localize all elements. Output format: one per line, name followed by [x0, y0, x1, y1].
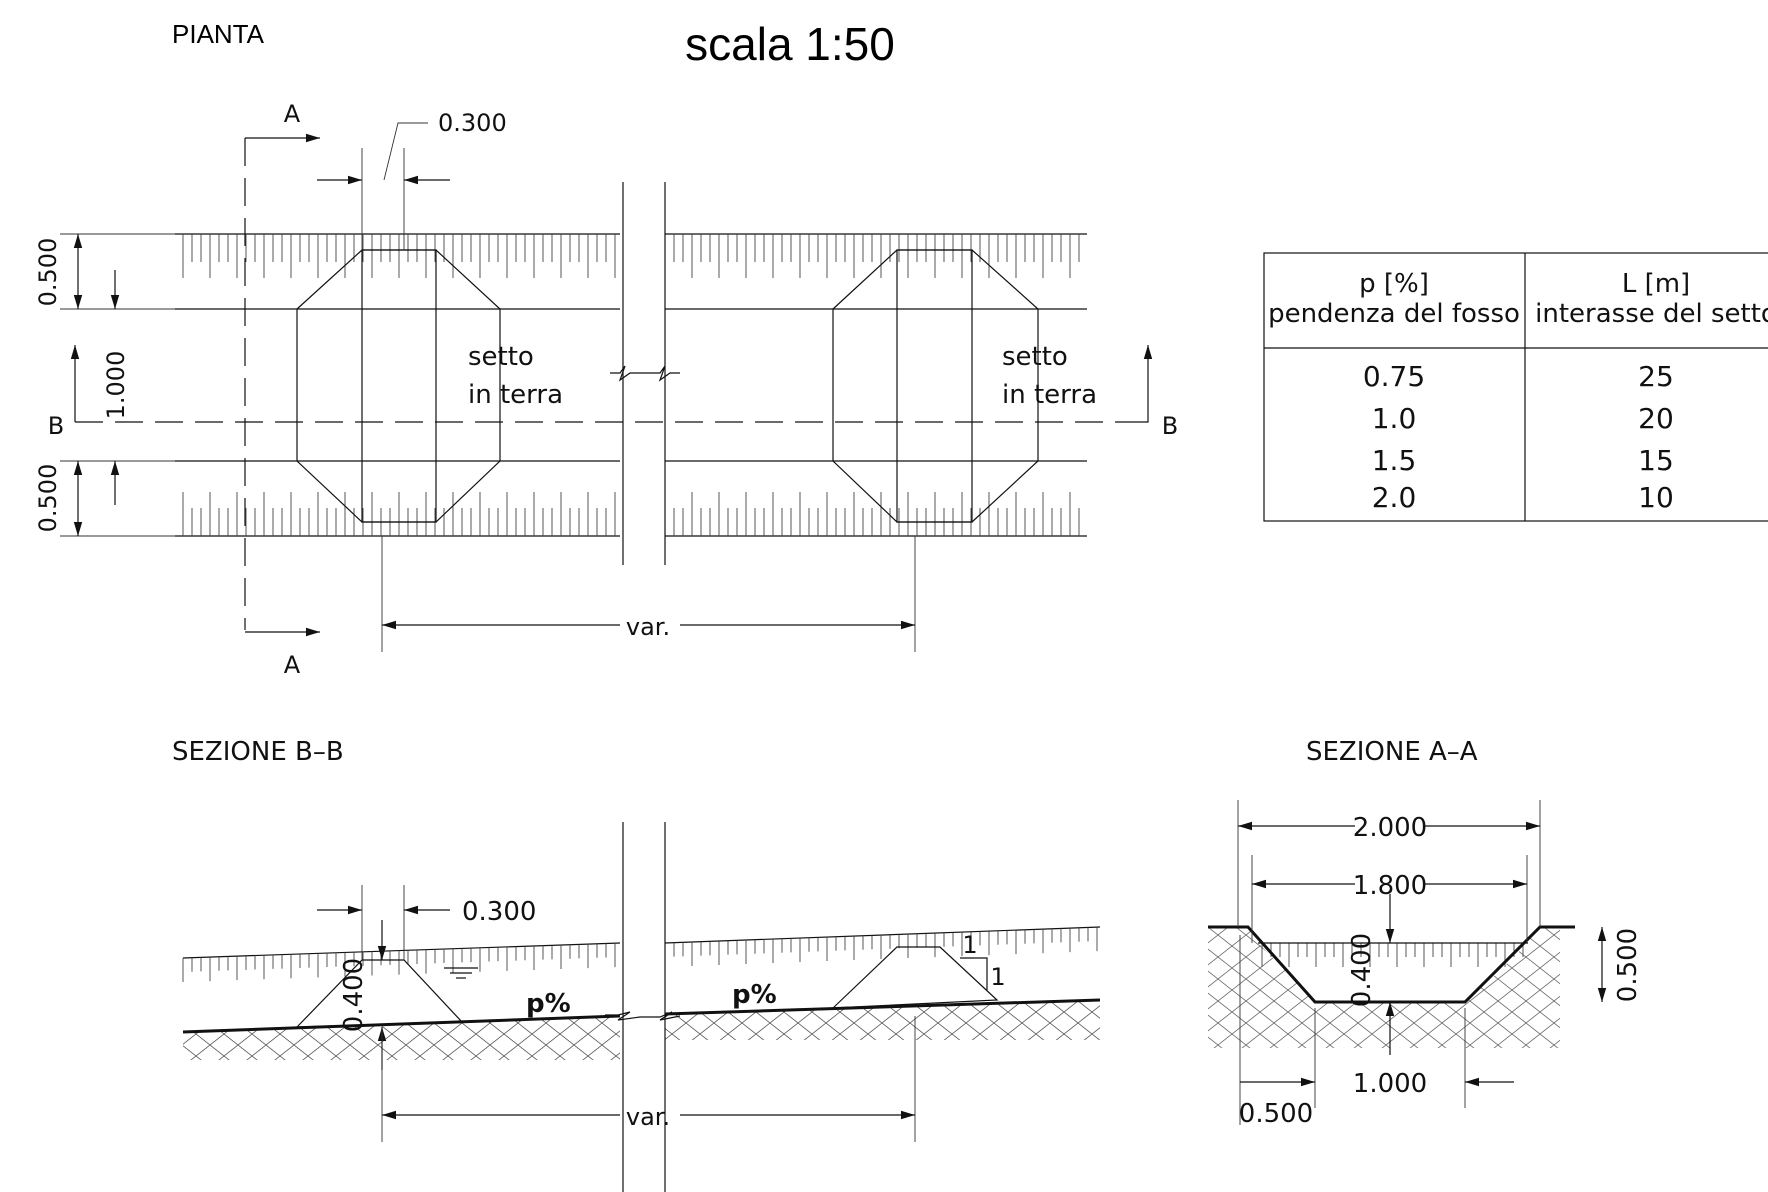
table-cell-l: 25	[1638, 360, 1674, 393]
aa-dim-top: 2.000	[1353, 813, 1427, 843]
plan-bank-hatch	[182, 234, 1080, 536]
plan-dim-top: 0.500	[34, 238, 62, 307]
section-aa-water-hatch	[1261, 943, 1524, 967]
scale-title: scala 1:50	[685, 18, 895, 70]
aa-dim-height: 0.400	[1347, 933, 1377, 1007]
plan-dim-spacing: var.	[626, 613, 670, 641]
table-cell-l: 20	[1638, 402, 1674, 435]
aa-dim-depth: 0.500	[1613, 928, 1643, 1002]
plan-dim-mid: 1.000	[102, 351, 130, 420]
plan-view: A A B B 0.300 0.500 1.000 0.500 setto in…	[34, 100, 1178, 679]
wall-2-label-line1: setto	[1002, 342, 1068, 372]
table-cell-p: 0.75	[1363, 360, 1425, 393]
bb-dim-spacing: var.	[626, 1103, 670, 1131]
wall-2-label-line2: in terra	[1002, 380, 1097, 410]
table-cell-l: 15	[1638, 444, 1674, 477]
bb-dim-width: 0.300	[462, 897, 536, 927]
section-aa: SEZIONE A–A 2.000 1.800 0.400 0.500 1	[1208, 737, 1643, 1129]
bb-dim-height: 0.400	[339, 958, 369, 1032]
aa-dim-side: 0.500	[1239, 1099, 1313, 1129]
table-cell-p: 1.5	[1372, 444, 1417, 477]
bb-ratio-2: 1	[990, 963, 1005, 991]
plan-dim-bottom: 0.500	[34, 464, 62, 533]
section-a-bottom-label: A	[284, 651, 301, 679]
section-b-right-label: B	[1162, 412, 1178, 440]
bb-slope-label-2: p%	[732, 980, 777, 1010]
table-cell-l: 10	[1638, 481, 1674, 514]
bb-ratio-1: 1	[962, 931, 977, 959]
table-cell-p: 1.0	[1372, 402, 1417, 435]
table-col1-head-1: p [%]	[1359, 269, 1429, 299]
bb-slope-label-1: p%	[526, 989, 571, 1019]
section-b-left-label: B	[48, 412, 64, 440]
plan-dim-width: 0.300	[438, 109, 507, 137]
wall-1-label-line1: setto	[468, 342, 534, 372]
aa-dim-bottom: 1.000	[1353, 1069, 1427, 1099]
section-a-top-label: A	[284, 100, 301, 128]
table-col2-head-1: L [m]	[1622, 269, 1690, 299]
table-cell-p: 2.0	[1372, 481, 1417, 514]
wall-1-label-line2: in terra	[468, 380, 563, 410]
section-bb: SEZIONE B–B 0.300 0.400 p% p	[172, 737, 1101, 1192]
section-bb-bank-hatch	[182, 927, 1098, 982]
table-col2-head-2: interasse del setto	[1535, 299, 1768, 329]
section-aa-title: SEZIONE A–A	[1306, 737, 1478, 767]
plan-title: PIANTA	[172, 19, 265, 49]
table-col1-head-2: pendenza del fosso	[1268, 299, 1520, 329]
section-bb-title: SEZIONE B–B	[172, 737, 344, 767]
slope-table: p [%] pendenza del fosso L [m] interasse…	[1263, 252, 1768, 522]
